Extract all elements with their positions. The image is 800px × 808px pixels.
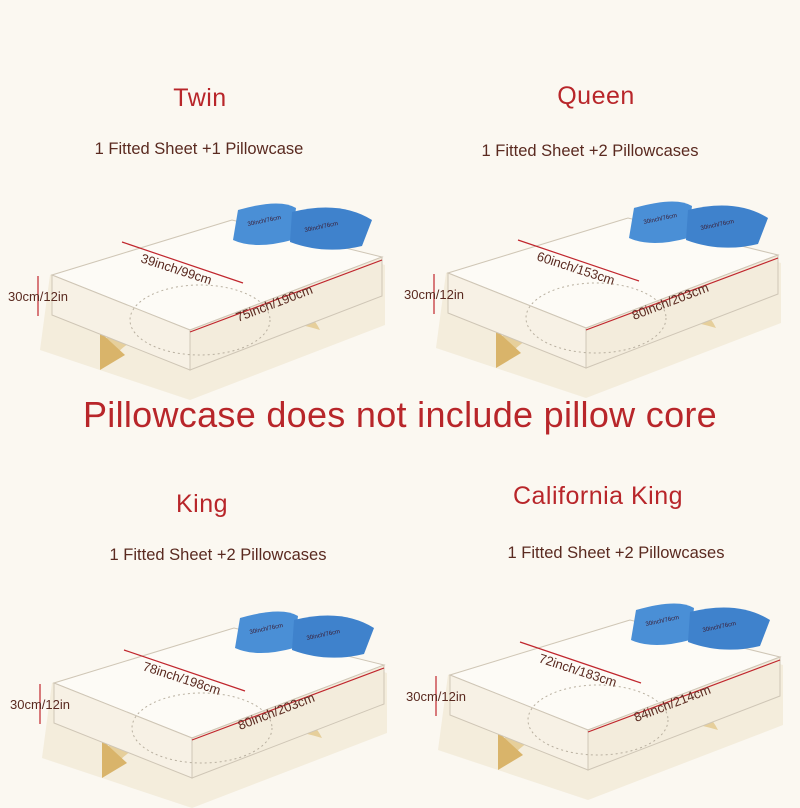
pillow — [290, 207, 372, 250]
pillow-core-notice: Pillowcase does not include pillow core — [82, 394, 718, 435]
arrow-head — [102, 740, 127, 778]
arrow-head — [496, 330, 521, 368]
height-dimension-label: 30cm/12in — [404, 287, 464, 302]
size-panel-twin: Twin 1 Fitted Sheet +1 Pillowcase 30inch… — [0, 70, 400, 400]
size-subtitle: 1 Fitted Sheet +2 Pillowcases — [507, 544, 725, 562]
length-dimension-line — [189, 259, 383, 333]
pillow — [629, 201, 692, 243]
height-dimension-label: 30cm/12in — [8, 289, 68, 304]
size-panel-california-king: California King 1 Fitted Sheet +2 Pillow… — [398, 470, 798, 800]
elastic-edge — [527, 684, 669, 756]
width-dimension-line — [517, 239, 640, 282]
length-dimension-line — [191, 667, 385, 741]
bed-side-right — [587, 656, 781, 771]
width-dimension-line — [121, 241, 244, 284]
length-dimension-line — [587, 659, 781, 733]
arrow-head — [100, 332, 125, 370]
pillow — [631, 603, 694, 645]
pillow — [292, 615, 374, 658]
width-dimension-line — [519, 641, 642, 684]
bed-side-right — [191, 664, 385, 779]
pillow — [688, 607, 770, 650]
pillow — [233, 203, 296, 245]
pillow — [686, 205, 768, 248]
length-dimension-line — [585, 257, 779, 331]
bed-side-right — [189, 256, 383, 371]
size-subtitle: 1 Fitted Sheet +2 Pillowcases — [109, 546, 327, 564]
height-dimension-label: 30cm/12in — [406, 689, 466, 704]
size-title: King — [175, 490, 229, 518]
height-dimension-label: 30cm/12in — [10, 697, 70, 712]
pillow — [235, 611, 298, 653]
arrow-head — [498, 732, 523, 770]
elastic-edge — [131, 692, 273, 764]
elastic-edge — [129, 284, 271, 356]
size-panel-queen: Queen 1 Fitted Sheet +2 Pillowcases 30in… — [396, 68, 796, 398]
size-title: California King — [512, 482, 684, 510]
size-subtitle: 1 Fitted Sheet +2 Pillowcases — [481, 142, 699, 160]
elastic-edge — [525, 282, 667, 354]
size-title: Twin — [173, 84, 227, 112]
size-subtitle: 1 Fitted Sheet +1 Pillowcase — [94, 140, 304, 158]
size-panel-king: King 1 Fitted Sheet +2 Pillowcases 30inc… — [2, 478, 402, 808]
bed-side-right — [585, 254, 779, 369]
size-title: Queen — [557, 82, 635, 110]
width-dimension-line — [123, 649, 246, 692]
